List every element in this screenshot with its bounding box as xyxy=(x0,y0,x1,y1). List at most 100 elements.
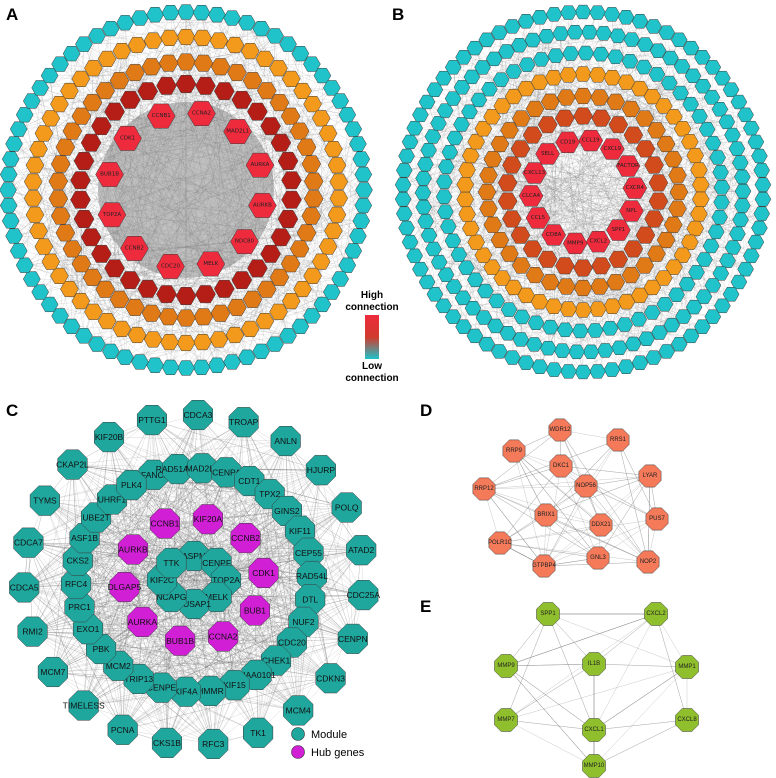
gene-node-netA-1-44 xyxy=(23,173,43,190)
edge xyxy=(218,220,362,340)
gene-node-netA-0-25 xyxy=(323,284,341,300)
gene-node-netA-0-52-shape xyxy=(1,213,20,229)
gene-node-netA-1-23-shape xyxy=(269,303,288,320)
edge xyxy=(434,205,743,295)
edge xyxy=(24,114,60,276)
gene-node-netB-1-4 xyxy=(636,37,654,52)
gene-node-netB-0-73-shape xyxy=(504,19,521,34)
gene-node-netA-0-2-shape xyxy=(208,7,226,23)
gene-node-netA-3-33-shape xyxy=(156,76,177,95)
gene-node-netB-0-64-shape xyxy=(412,107,429,123)
gene-node-netA-3-20-shape xyxy=(119,271,141,290)
gene-node-netA-3-19-shape xyxy=(137,279,158,298)
hub-node-netA-4-11: CCNB1 xyxy=(146,103,176,129)
edge xyxy=(170,51,251,267)
edge xyxy=(134,11,187,249)
gene-node-netA-1-43 xyxy=(23,190,43,207)
gene-node-netA-3-2 xyxy=(214,82,235,101)
gene-node-netA-1-26-shape xyxy=(225,326,245,344)
edge xyxy=(18,250,292,302)
gene-node-netA-0-19 xyxy=(354,197,373,214)
gene-node-c-outer-7: CDC25A xyxy=(347,580,380,611)
hub-node-netA-4-7-label: CCNB2 xyxy=(125,245,144,251)
edge xyxy=(92,181,314,278)
gene-node-netB-0-19-shape xyxy=(754,177,772,192)
edge xyxy=(612,77,634,136)
gene-node-netB-0-25-shape xyxy=(737,261,754,277)
gene-node-netB-1-68 xyxy=(552,26,569,41)
gene-node-netA-2-44 xyxy=(141,58,162,76)
edge xyxy=(220,215,312,314)
edge xyxy=(147,174,364,289)
edge xyxy=(264,58,339,182)
gene-node-netA-0-69 xyxy=(131,10,149,26)
gene-node-netA-1-34-shape xyxy=(97,313,117,330)
gene-node-netA-2-16 xyxy=(280,255,301,273)
edge xyxy=(444,181,454,317)
gene-node-netA-0-68-shape xyxy=(116,15,134,31)
gene-node-netB-0-48-shape xyxy=(455,319,472,334)
edge xyxy=(287,218,362,222)
gene-node-netB-0-3 xyxy=(617,10,635,25)
hub-node-netB-6-12-label: SELL xyxy=(541,151,555,157)
gene-node-netA-2-45-shape xyxy=(158,54,179,72)
gene-node-netA-3-27-shape xyxy=(73,152,95,170)
gene-node-c-outer-9: CDKN3 xyxy=(315,663,346,694)
gene-node-netB-1-51-shape xyxy=(415,199,432,215)
gene-node-netA-3-2-shape xyxy=(214,82,235,101)
edge xyxy=(110,165,261,352)
edge xyxy=(525,21,535,173)
gene-node-netA-2-42-shape xyxy=(109,72,130,90)
hub-node-netB-6-13-label: CD19 xyxy=(560,139,576,145)
gene-node-netB-1-17-shape xyxy=(734,184,752,199)
gene-node-netA-1-38 xyxy=(50,267,69,284)
gene-node-netA-2-12-shape xyxy=(303,190,324,208)
edge xyxy=(92,99,242,103)
gene-node-netA-2-18-shape xyxy=(257,280,277,298)
edge xyxy=(10,199,81,222)
gene-node-c-outer-12-label: RFC3 xyxy=(202,739,224,749)
gene-node-netA-2-9 xyxy=(296,138,317,156)
gene-node-netA-0-44 xyxy=(62,318,81,334)
gene-node-netA-1-7-shape xyxy=(281,70,301,87)
gene-node-netA-1-57 xyxy=(160,29,179,46)
gene-node-netB-2-0 xyxy=(577,45,595,61)
gene-node-netA-0-36 xyxy=(177,360,195,376)
gene-node-netB-0-8-shape xyxy=(682,40,700,56)
edge xyxy=(475,108,632,280)
gene-node-netB-0-64 xyxy=(412,107,429,123)
gene-node-netA-2-34-shape xyxy=(48,190,69,208)
edge xyxy=(130,11,187,100)
gene-node-netA-0-30-shape xyxy=(266,336,284,352)
edge xyxy=(547,50,659,349)
gene-node-netA-1-41-shape xyxy=(29,222,48,239)
gene-node-c-outer-6: ATAD2 xyxy=(346,535,377,566)
gene-node-netB-0-77-shape xyxy=(560,5,577,20)
gene-node-netA-3-4-shape xyxy=(247,102,268,121)
gene-node-netA-2-20-shape xyxy=(227,298,247,316)
gene-node-netA-0-4 xyxy=(238,15,256,31)
gene-node-netB-1-22 xyxy=(719,253,736,268)
hub-node-netB-6-6-label: CXCL2 xyxy=(589,239,607,245)
gene-node-netB-0-43-shape xyxy=(517,355,535,370)
gene-node-c-outer-19-label: CDCA7 xyxy=(14,538,43,548)
gene-node-c-mid-29-label: GINS2 xyxy=(274,506,300,516)
gene-node-netA-3-12-shape xyxy=(260,244,281,263)
edge xyxy=(463,57,734,248)
gene-node-netA-2-15-shape xyxy=(289,240,310,258)
gene-node-netB-0-70 xyxy=(466,40,484,56)
edge xyxy=(43,205,263,247)
gene-node-netA-0-1 xyxy=(192,5,211,21)
edge xyxy=(106,165,261,322)
gene-node-netA-1-10 xyxy=(311,110,331,127)
gene-node-netB-1-51 xyxy=(415,199,432,215)
edge xyxy=(109,174,267,290)
gene-node-netA-0-5 xyxy=(252,21,270,37)
network-b: CCL19CXCL9FACTORCXCR4NPLSPP1CXCL2MMP9CD8… xyxy=(394,4,772,380)
gene-node-netB-2-11 xyxy=(704,135,722,151)
gene-node-netB-1-16 xyxy=(734,169,751,185)
gene-node-netA-2-10 xyxy=(301,155,322,173)
gene-node-netB-0-2-shape xyxy=(603,7,621,22)
gene-node-netA-1-37 xyxy=(60,281,79,298)
gene-node-netA-1-40-shape xyxy=(34,238,54,255)
